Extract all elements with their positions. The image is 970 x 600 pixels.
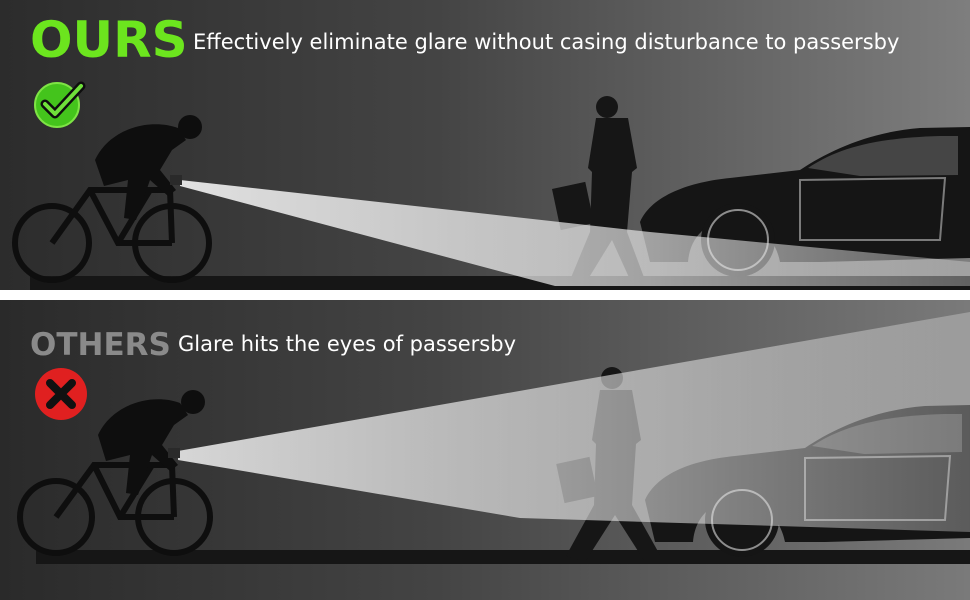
cyclist-silhouette: [17, 390, 213, 556]
scene-others: [17, 312, 970, 564]
cyclist-silhouette: [12, 115, 212, 283]
caption-ours: Effectively eliminate glare without casi…: [193, 30, 900, 54]
comparison-panel-ours: OURS Effectively eliminate glare without…: [0, 0, 970, 290]
heading-others: OTHERS: [30, 327, 171, 363]
caption-others: Glare hits the eyes of passersby: [178, 332, 517, 356]
heading-ours: OURS: [30, 11, 188, 69]
light-beam-low: [180, 180, 970, 286]
scene-ours: [12, 96, 970, 290]
panel-divider: [0, 290, 970, 300]
light-beam-high: [178, 312, 970, 532]
x-circle-icon: [35, 368, 87, 420]
check-circle-icon: [34, 81, 86, 128]
comparison-panel-others: OTHERS Glare hits the eyes of passersby: [0, 300, 970, 600]
